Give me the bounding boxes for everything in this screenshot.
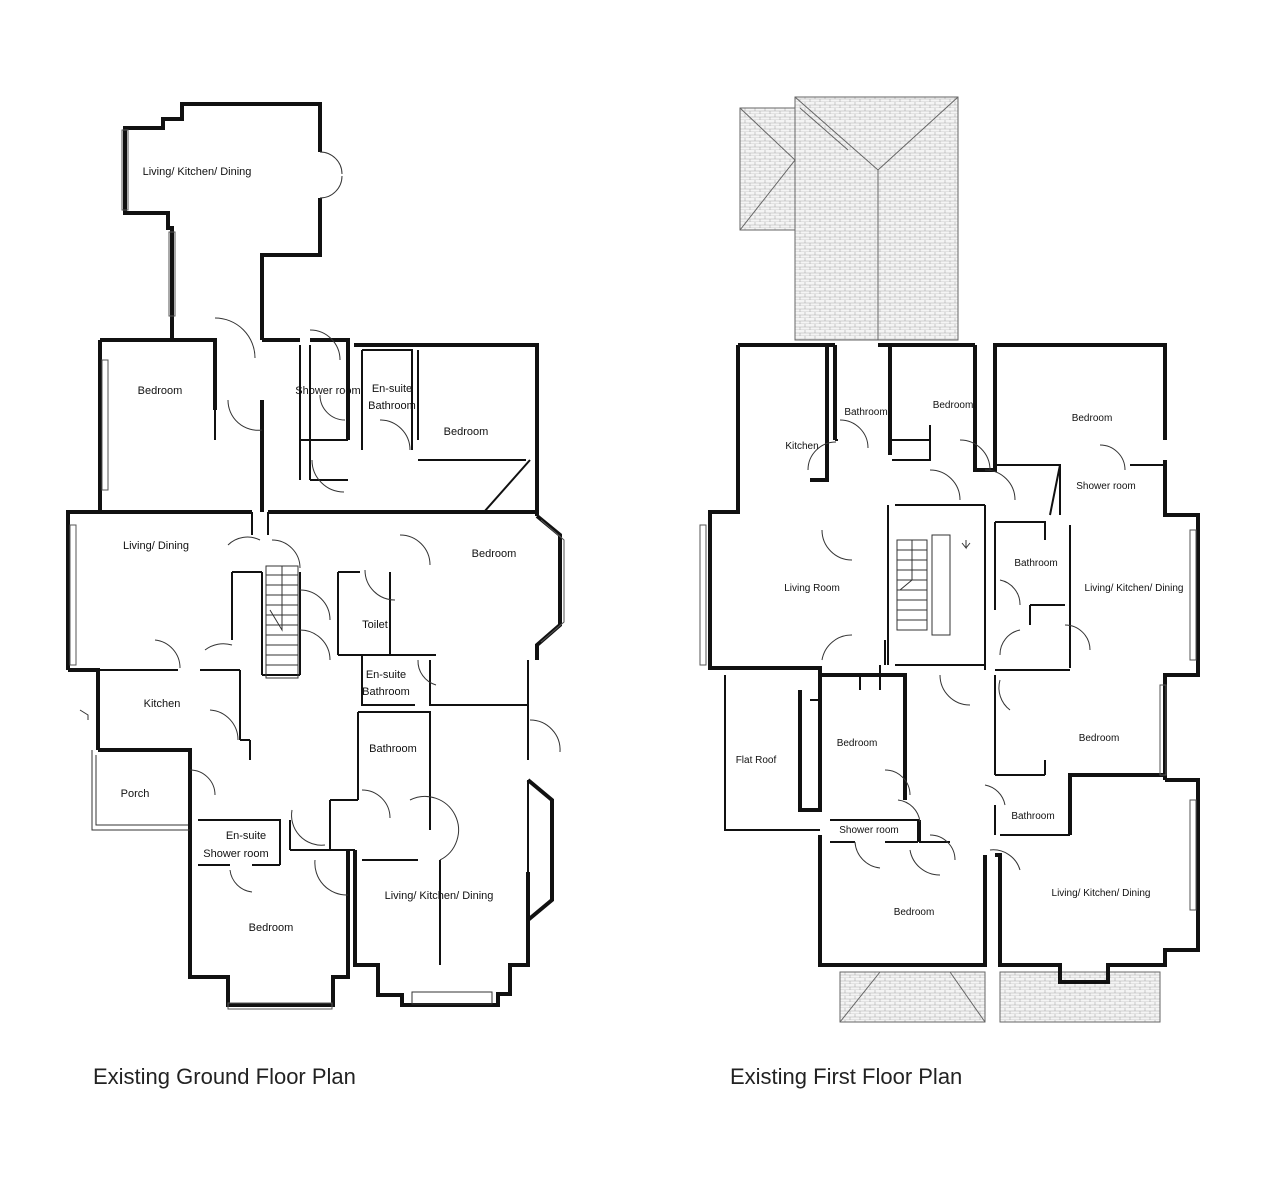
room-label: Bathroom <box>844 407 887 418</box>
room-label: Living/ Kitchen/ Dining <box>1085 583 1184 594</box>
window <box>699 524 707 666</box>
window <box>1189 799 1197 911</box>
room-label: Bathroom <box>1011 811 1054 822</box>
room-label: Bedroom <box>837 738 878 749</box>
porch-outline <box>91 750 190 831</box>
first-internal-walls <box>810 425 1165 843</box>
room-label: Shower room <box>1076 481 1135 492</box>
room-label: En-suite <box>372 383 412 395</box>
room-label: Living/ Kitchen/ Dining <box>385 890 494 902</box>
rear-roof <box>739 96 959 341</box>
room-label: Bedroom <box>894 907 935 918</box>
ground-staircase <box>265 565 299 679</box>
bay-window-mid <box>535 514 562 660</box>
bay-window-front <box>526 778 554 922</box>
room-label: Shower room <box>295 385 360 397</box>
window <box>540 519 565 643</box>
window <box>69 524 77 666</box>
room-label: Bedroom <box>444 426 489 438</box>
room-label: Living/ Kitchen/ Dining <box>143 166 252 178</box>
room-label: Bedroom <box>933 400 974 411</box>
room-label: Shower room <box>839 825 898 836</box>
ground-internal-walls <box>68 345 531 965</box>
first-floor-plan: Kitchen Bathroom Bedroom Bedroom Shower … <box>699 96 1200 1089</box>
room-label: Bedroom <box>1072 413 1113 424</box>
room-label: En-suite <box>226 830 266 842</box>
window <box>227 1002 333 1010</box>
room-label: Bedroom <box>1079 733 1120 744</box>
room-label: Kitchen <box>144 698 181 710</box>
ground-doors <box>79 317 561 896</box>
ground-floor-plan: Living/ Kitchen/ Dining Bedroom Shower r… <box>66 102 565 1089</box>
room-label: Bedroom <box>472 548 517 560</box>
room-label: En-suite <box>366 669 406 681</box>
room-label: Bedroom <box>138 385 183 397</box>
window <box>168 231 176 317</box>
room-label: Kitchen <box>785 441 818 452</box>
room-label: Shower room <box>203 848 268 860</box>
room-label: Flat Roof <box>736 755 777 766</box>
front-roofs <box>839 971 1161 1023</box>
room-label: Toilet <box>362 619 388 631</box>
room-label: Bedroom <box>249 922 294 934</box>
rear-extension-walls <box>123 102 322 340</box>
window <box>411 991 493 1005</box>
room-label: Living Room <box>784 583 840 594</box>
window <box>101 359 109 491</box>
flat-roof-outline <box>724 675 820 831</box>
first-outer-walls <box>708 343 1200 984</box>
room-label: Living/ Kitchen/ Dining <box>1052 888 1151 899</box>
ground-floor-caption: Existing Ground Floor Plan <box>93 1064 356 1089</box>
window <box>1159 684 1167 776</box>
room-label: Bathroom <box>369 743 417 755</box>
window <box>121 129 129 211</box>
first-floor-caption: Existing First Floor Plan <box>730 1064 962 1089</box>
double-door <box>319 151 343 199</box>
room-label: Bathroom <box>368 400 416 412</box>
first-staircase <box>896 534 971 636</box>
room-label: Living/ Dining <box>123 540 189 552</box>
first-doors <box>807 419 1126 876</box>
room-label: Bathroom <box>362 686 410 698</box>
room-label: Porch <box>121 788 150 800</box>
window <box>1189 529 1197 661</box>
room-label: Bathroom <box>1014 558 1057 569</box>
